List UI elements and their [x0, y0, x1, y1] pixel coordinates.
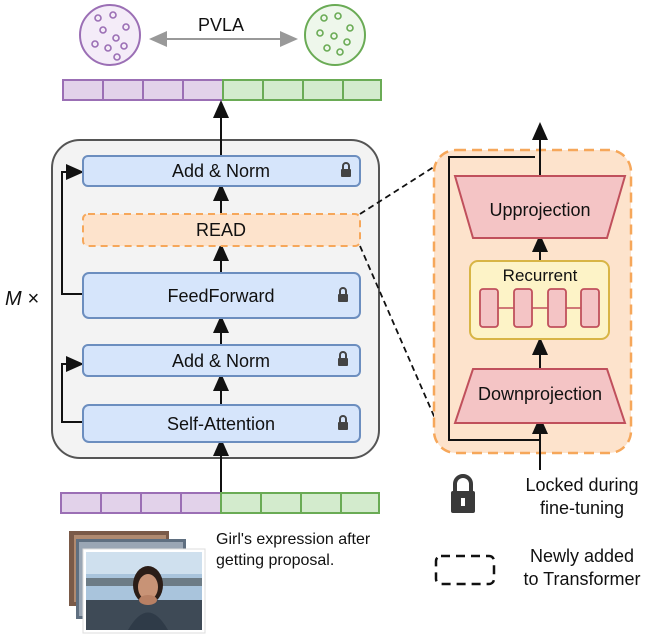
svg-text:Self-Attention: Self-Attention — [167, 414, 275, 434]
svg-text:Recurrent: Recurrent — [503, 266, 578, 285]
input-token-bar — [60, 492, 380, 514]
svg-text:READ: READ — [196, 220, 246, 240]
lock-legend-icon — [451, 474, 475, 513]
feedforward-block: FeedForward — [82, 272, 361, 319]
video-frames — [69, 531, 206, 634]
upprojection-block: Upprojection — [453, 175, 627, 239]
svg-text:Add & Norm: Add & Norm — [172, 161, 270, 181]
read-block: READ — [82, 213, 361, 247]
pvla-label: PVLA — [198, 15, 244, 35]
repeat-label: M × — [5, 288, 39, 310]
zoom-connector — [359, 162, 441, 431]
svg-text:FeedForward: FeedForward — [167, 286, 274, 306]
add-norm-bottom-block: Add & Norm — [82, 344, 361, 377]
self-attention-block: Self-Attention — [82, 404, 361, 443]
locked-legend-text: Locked during fine-tuning — [525, 475, 639, 518]
svg-text:Downprojection: Downprojection — [478, 384, 602, 404]
dashed-legend-icon — [434, 554, 496, 586]
svg-text:Add & Norm: Add & Norm — [172, 351, 270, 371]
green-cluster-icon — [304, 4, 366, 66]
svg-text:Upprojection: Upprojection — [489, 200, 590, 220]
purple-cluster-icon — [79, 4, 141, 66]
recurrent-block: Recurrent — [469, 260, 610, 340]
output-token-bar — [62, 79, 382, 101]
input-caption: Girl's expression after getting proposal… — [216, 531, 371, 569]
add-norm-top-block: Add & Norm — [82, 155, 361, 187]
new-legend-text: Newly added to Transformer — [523, 546, 641, 589]
downprojection-block: Downprojection — [453, 368, 627, 424]
